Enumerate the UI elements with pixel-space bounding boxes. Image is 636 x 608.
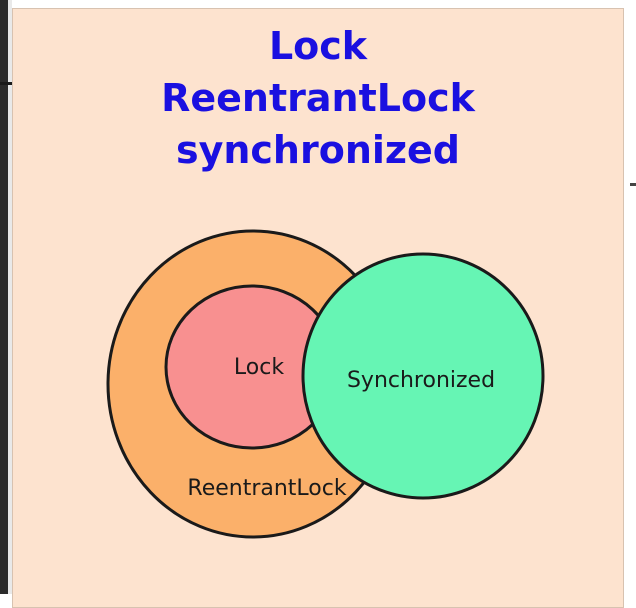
title-line-synchronized: synchronized	[175, 128, 461, 172]
reentrantlock-label: ReentrantLock	[187, 476, 346, 501]
synchronized-label: Synchronized	[347, 368, 495, 393]
window-right-edge-mark	[630, 183, 636, 186]
venn-diagram: Lock Synchronized ReentrantLock	[106, 229, 545, 539]
window-left-edge	[0, 0, 8, 594]
title-line-lock: Lock	[268, 24, 368, 68]
window-edge-mark	[0, 82, 14, 85]
synchronized-circle	[301, 252, 545, 500]
lock-label: Lock	[234, 355, 284, 380]
window-left-strip	[8, 0, 12, 594]
title-line-reentrantlock: ReentrantLock	[161, 76, 475, 120]
